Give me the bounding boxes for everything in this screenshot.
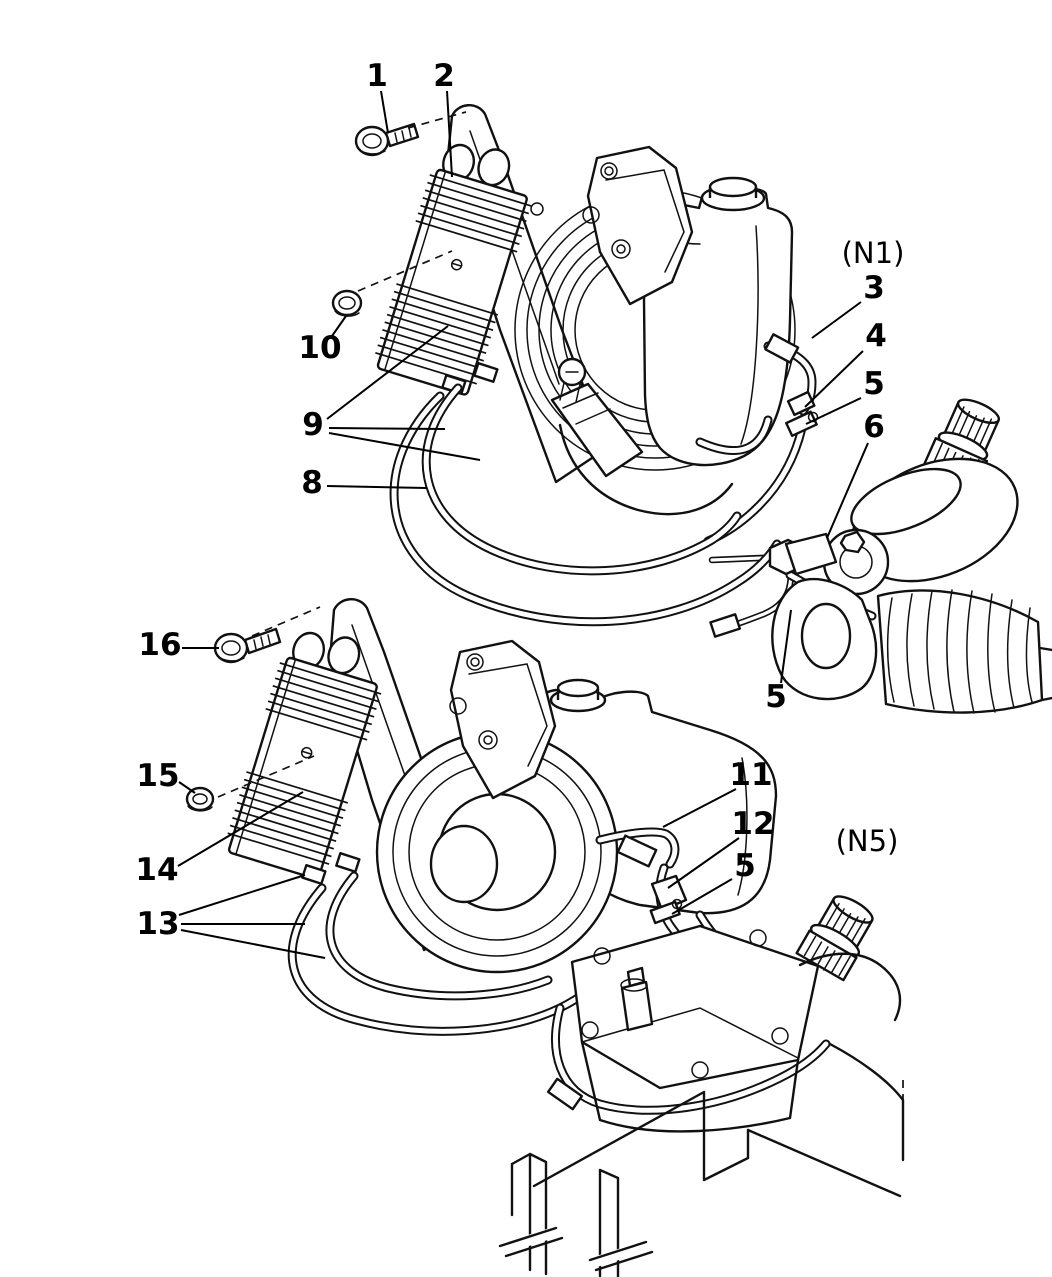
callout-14: 14 — [135, 852, 178, 888]
bolt-16 — [213, 627, 282, 664]
leader-line — [671, 878, 733, 915]
cooler-lower — [227, 631, 382, 880]
callout-3: 3 — [863, 270, 885, 306]
hoses-lower — [287, 827, 831, 1115]
leader-line — [667, 837, 740, 889]
pump-bracket-lower — [449, 639, 557, 800]
callout-11: 11 — [729, 757, 772, 793]
steering-gear-upper — [768, 398, 1052, 714]
leader-line — [326, 485, 428, 489]
leader-line — [331, 315, 347, 337]
leader-line — [380, 90, 389, 134]
leader-line — [805, 397, 862, 425]
leader-line — [826, 442, 869, 539]
frame-crossmember — [532, 1042, 905, 1198]
callout-16: 16 — [138, 627, 181, 663]
callout-4: 4 — [865, 318, 887, 354]
leader-line — [178, 781, 196, 794]
callout-13: 13 — [136, 906, 179, 942]
callout-8: 8 — [301, 465, 323, 501]
lower-assembly — [185, 598, 905, 1277]
callout-1: 1 — [366, 58, 388, 94]
leader-line — [662, 788, 737, 828]
leader-line — [780, 609, 792, 684]
leader-line — [811, 301, 862, 339]
leader-line — [326, 325, 449, 420]
pump-bracket-upper — [582, 145, 694, 306]
leader-line — [804, 350, 864, 408]
frame-legs — [498, 1152, 654, 1277]
callout-12: 12 — [731, 806, 774, 842]
callout-10: 10 — [298, 330, 341, 366]
leader-line — [178, 874, 306, 916]
pump-body-upper — [441, 357, 734, 516]
alignment-dashed-line — [251, 606, 321, 637]
alignment-dashed-line — [407, 111, 467, 129]
leader-line — [446, 90, 453, 178]
callout-5: 5 — [734, 848, 756, 884]
variant-label-N1: (N1) — [842, 236, 905, 270]
alignment-dashed-line — [217, 755, 315, 798]
leader-line — [328, 427, 446, 430]
steering-gear-lower — [570, 895, 902, 1133]
callout-15: 15 — [136, 758, 179, 794]
variant-label-N5: (N5) — [836, 824, 899, 858]
bolt-1 — [354, 122, 420, 157]
alignment-dashed-line — [357, 250, 453, 292]
callout-5: 5 — [765, 679, 787, 715]
nut-15 — [185, 786, 215, 812]
callout-5: 5 — [863, 366, 885, 402]
upper-assembly — [331, 104, 1052, 714]
callout-2: 2 — [433, 58, 455, 94]
leader-line — [328, 432, 481, 461]
nut-10 — [331, 289, 363, 317]
callout-9: 9 — [302, 407, 324, 443]
leader-line — [177, 791, 304, 867]
callout-6: 6 — [863, 409, 885, 445]
leader-line — [180, 929, 326, 959]
